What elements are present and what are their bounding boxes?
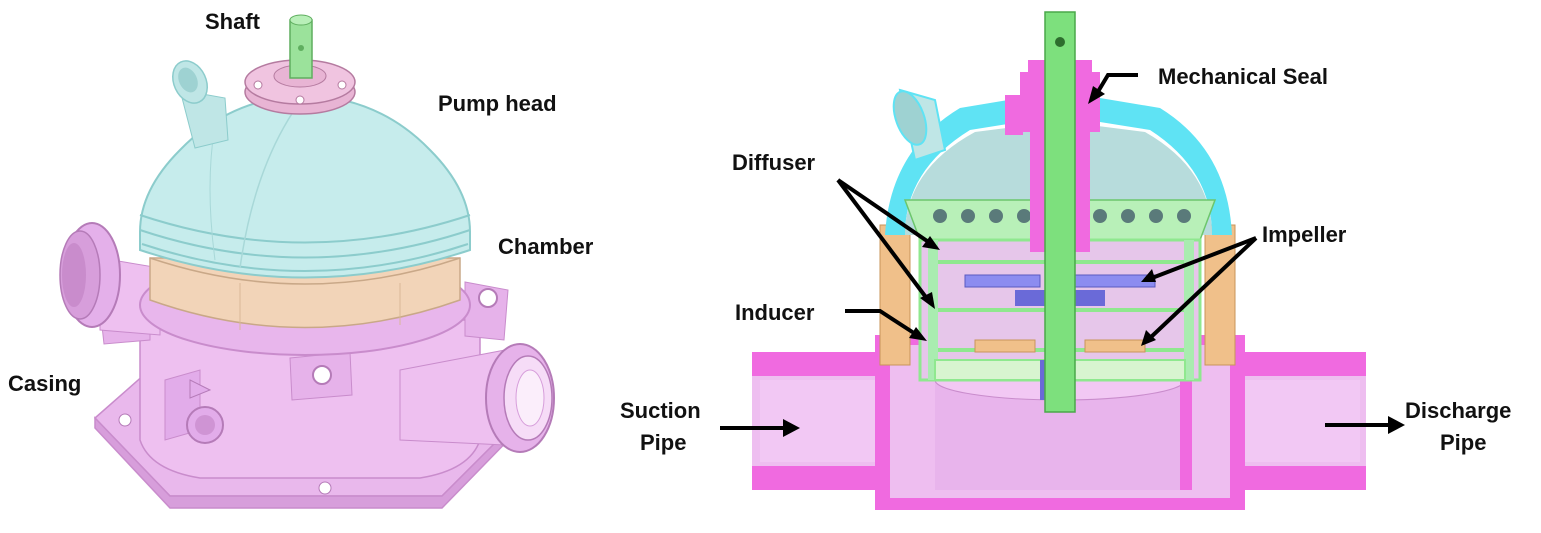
- pump-section-view: Mechanical Seal Diffuser Impeller Induce…: [620, 11, 1511, 510]
- arrow-inducer: [845, 309, 927, 341]
- suction-port: [59, 222, 161, 336]
- label-discharge-line1: Discharge: [1405, 398, 1511, 423]
- chamber-section: [879, 224, 1236, 366]
- label-casing: Casing: [8, 371, 81, 396]
- shaft-section: [1044, 11, 1076, 413]
- label-suction-line1: Suction: [620, 398, 701, 423]
- label-suction-line2: Pipe: [640, 430, 686, 455]
- pump-head-dome: [139, 60, 471, 279]
- label-inducer: Inducer: [735, 300, 815, 325]
- label-shaft: Shaft: [205, 9, 261, 34]
- label-mechanical-seal: Mechanical Seal: [1158, 64, 1328, 89]
- shaft: [289, 14, 313, 79]
- arrow-mechanical-seal: [1088, 73, 1138, 104]
- impeller-section: [964, 274, 1156, 353]
- label-discharge-line2: Pipe: [1440, 430, 1486, 455]
- chamber-band: [149, 257, 461, 330]
- label-diffuser: Diffuser: [732, 150, 816, 175]
- label-pump-head: Pump head: [438, 91, 557, 116]
- label-chamber: Chamber: [498, 234, 594, 259]
- label-impeller: Impeller: [1262, 222, 1347, 247]
- pump-3d-view: Shaft Pump head Chamber Casing: [8, 9, 594, 509]
- arrow-suction: [720, 419, 800, 437]
- arrows-diffuser: [836, 178, 940, 309]
- arrows-impeller: [1141, 236, 1258, 346]
- discharge-port: [399, 343, 555, 453]
- arrow-discharge: [1325, 416, 1405, 434]
